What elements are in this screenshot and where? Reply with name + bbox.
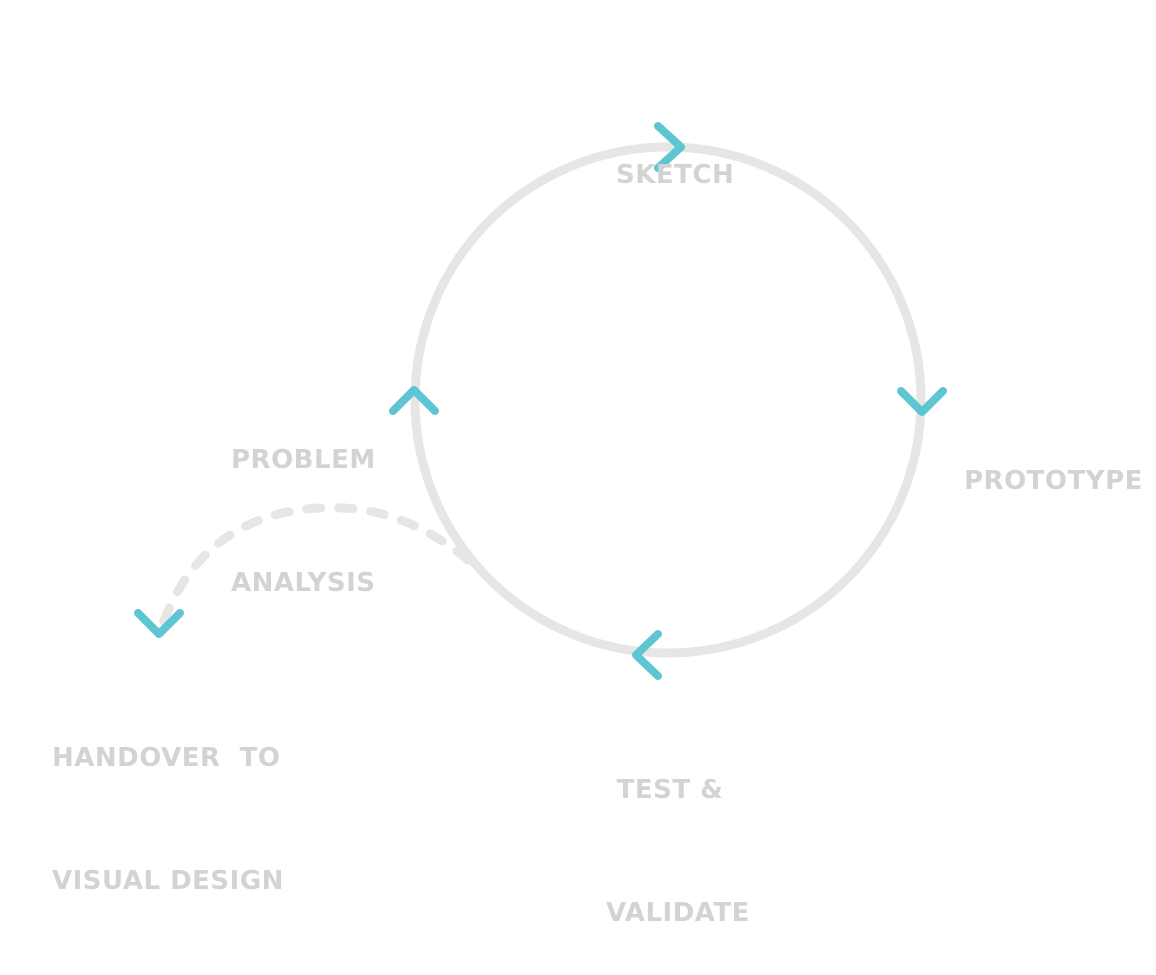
exit-label-handover: HANDOVER TO VISUAL DESIGN [52, 656, 284, 943]
stage-label-prototype: PROTOTYPE [964, 379, 1143, 543]
test-validate-chevron-left-icon [632, 630, 662, 680]
problem-analysis-chevron-up-icon [389, 386, 439, 415]
handover-chevron-down-icon [134, 609, 184, 638]
stage-label-problem-analysis: PROBLEM ANALYSIS [231, 358, 376, 645]
exit-label-handover-line-2: VISUAL DESIGN [52, 866, 284, 896]
stage-label-sketch-line-1: SKETCH [616, 160, 735, 190]
stage-label-test-validate: TEST & VALIDATE [606, 688, 750, 975]
stage-label-prototype-line-1: PROTOTYPE [964, 466, 1143, 496]
stage-label-test-validate-line-1: TEST & [616, 775, 724, 805]
stage-label-sketch: SKETCH [616, 73, 734, 237]
stage-label-problem-analysis-line-1: PROBLEM [231, 445, 376, 475]
stage-label-test-validate-line-2: VALIDATE [606, 898, 750, 928]
design-process-diagram [134, 122, 947, 680]
prototype-chevron-down-icon [897, 387, 947, 416]
cycle-ring [410, 142, 926, 658]
sketch-chevron-right-icon [654, 122, 685, 172]
handover-dashed-path [155, 503, 473, 637]
exit-label-handover-line-1: HANDOVER TO [52, 743, 281, 773]
stage-label-problem-analysis-line-2: ANALYSIS [231, 568, 376, 598]
